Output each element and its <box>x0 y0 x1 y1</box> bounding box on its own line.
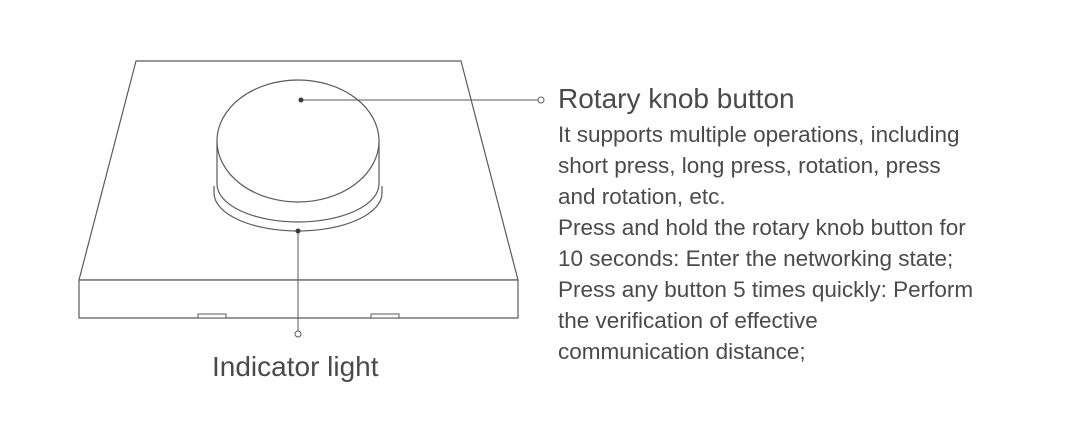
description-line: communication distance; <box>558 339 806 364</box>
knob-leader-dot <box>298 97 304 103</box>
rotary-knob-title: Rotary knob button <box>558 83 795 114</box>
description-line: Press and hold the rotary knob button fo… <box>558 215 966 240</box>
panel-clip-right <box>370 313 400 319</box>
panel-clip-left <box>197 313 227 319</box>
indicator-leader-end-circle <box>294 330 302 338</box>
knob-leader-end-circle <box>537 96 545 104</box>
description-line: and rotation, etc. <box>558 184 726 209</box>
indicator-leader-dot <box>295 228 301 234</box>
description-line: the verification of effective <box>558 308 818 333</box>
indicator-light-title: Indicator light <box>212 351 379 382</box>
description-line: short press, long press, rotation, press <box>558 153 941 178</box>
knob-top <box>216 79 380 203</box>
description-line: It supports multiple operations, includi… <box>558 122 960 147</box>
description-line: 10 seconds: Enter the networking state; <box>558 246 954 271</box>
rotary-knob-description: It supports multiple operations, includi… <box>558 119 1058 367</box>
description-line: Press any button 5 times quickly: Perfor… <box>558 277 974 302</box>
